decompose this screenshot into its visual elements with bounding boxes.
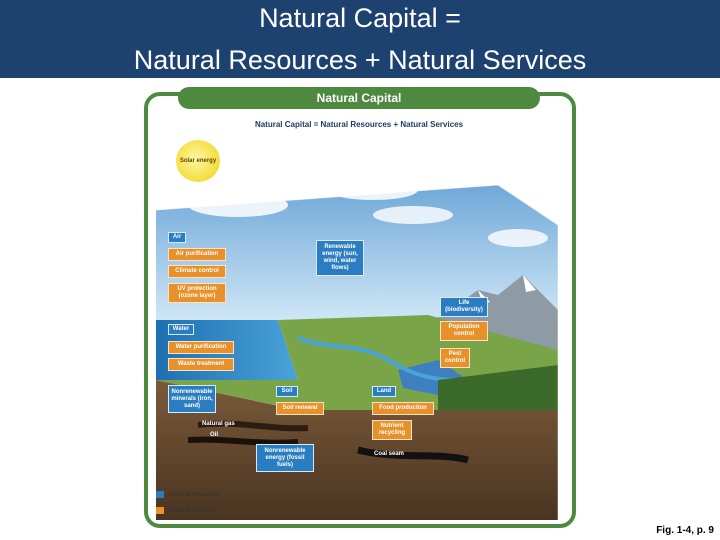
gas-layer [197,420,309,432]
label-nutrient-recycling: Nutrient recycling [372,420,412,440]
cloud [373,206,453,224]
coal-seam [357,446,469,464]
label-nonrenewable-energy: Nonrenewable energy (fossil fuels) [256,444,314,472]
label-water: Water [168,324,194,335]
label-water-purification: Water purification [168,341,234,354]
natural-capital-figure: Natural Capital Natural Capital = Natura… [138,80,580,532]
label-air-purification: Air purification [168,248,226,261]
label-land: Land [372,386,396,397]
label-climate-control: Climate control [168,265,226,278]
river [297,336,459,382]
legend-services: Natural services [156,507,216,514]
label-oil: Oil [210,432,219,438]
cloud [188,193,288,217]
label-waste-treatment: Waste treatment [168,358,234,371]
label-coal-seam: Coal seam [374,451,405,457]
label-life: Life (biodiversity) [440,297,488,317]
legend-resources: Natural resources [156,491,220,498]
legend-swatch-services [156,507,164,514]
oil-layer [187,436,299,446]
label-population-control: Population control [440,321,488,341]
cloud [328,180,418,200]
slide-title-line-2: Natural Resources + Natural Services [133,45,587,75]
slide-title-line-1: Natural Capital = [259,3,461,33]
label-food-production: Food production [372,402,434,415]
label-nonrenewable-minerals: Nonrenewable minerals (iron, sand) [168,385,216,413]
legend-swatch-resources [156,491,164,498]
slide-header: Natural Capital = Natural Resources + Na… [0,0,720,78]
figure-banner: Natural Capital [178,87,540,109]
label-soil-renewal: Soil renewal [276,402,324,415]
label-natural-gas: Natural gas [202,421,235,427]
cloud [488,229,548,247]
figure-subtitle: Natural Capital = Natural Resources + Na… [254,120,464,129]
solar-energy-sun: Solar energy [176,140,220,182]
legend-services-label: Natural services [169,507,216,514]
label-renewable-energy: Renewable energy (sun, wind, water flows… [316,240,364,276]
legend-resources-label: Natural resources [169,491,221,498]
figure-illustration [144,92,576,528]
forest [438,365,558,410]
label-air: Air [168,232,186,243]
earth-cross-section [156,380,558,520]
label-soil: Soil [276,386,298,397]
label-pest-control: Pest control [440,348,470,368]
label-uv-protection: UV protection (ozone layer) [168,283,226,303]
figure-caption: Fig. 1-4, p. 9 [656,525,714,536]
